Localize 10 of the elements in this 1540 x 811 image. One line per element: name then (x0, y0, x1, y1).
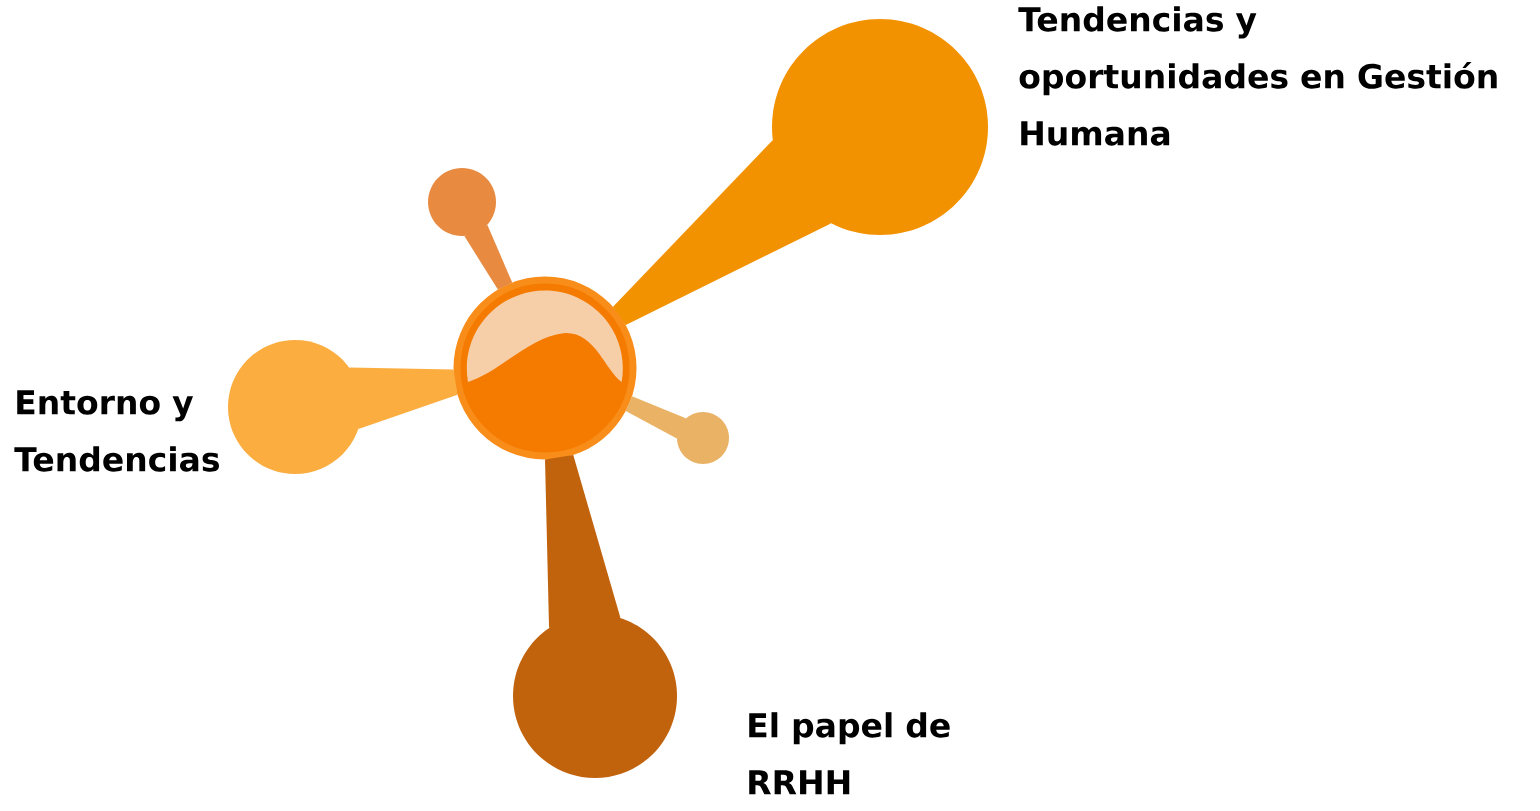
node-caption: Entorno y Tendencias (14, 390, 219, 472)
connector-stem (545, 455, 621, 628)
connector-stem (349, 367, 458, 429)
connector-stem (613, 140, 831, 326)
connector-stem (464, 224, 513, 290)
node-caption: Tendencias y oportunidades en Gestión Humana (1018, 6, 1497, 146)
circle-node (677, 412, 729, 464)
connector-stem (625, 396, 686, 439)
circle-node (428, 168, 496, 236)
node-caption: El papel de RRHH (749, 712, 950, 795)
